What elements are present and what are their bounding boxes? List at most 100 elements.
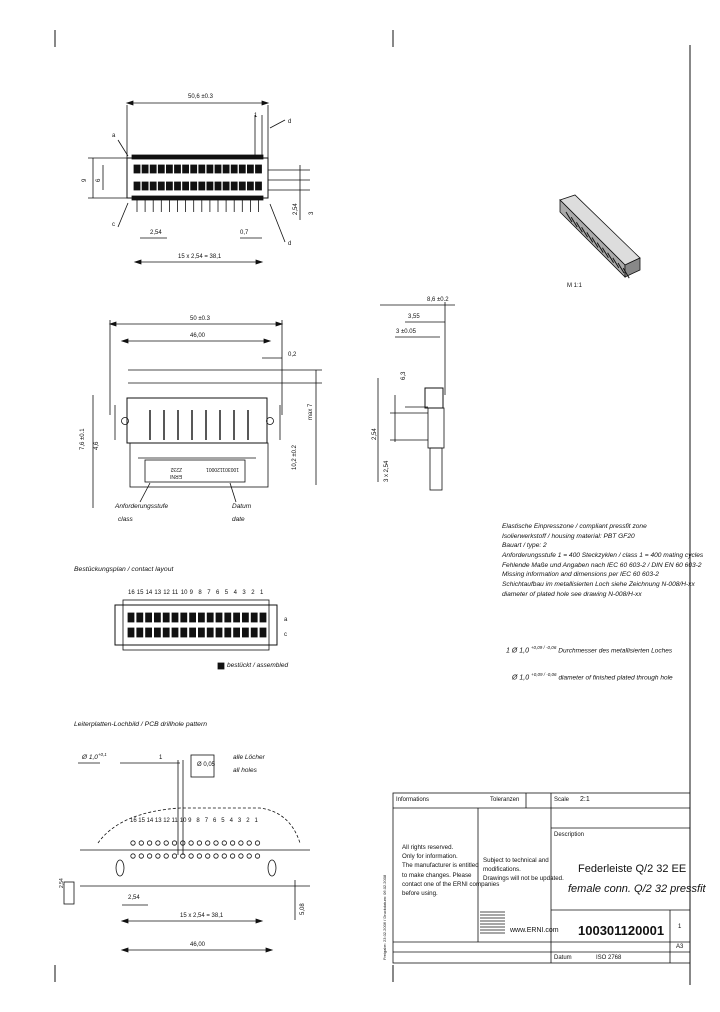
pcb-number: 3 [237, 818, 242, 824]
tb-info-label: Informations [396, 797, 430, 803]
pinout-contact-a [162, 612, 170, 623]
pinout-number: 11 [172, 590, 179, 596]
pcb-hole-c [180, 853, 186, 859]
tb-subject-1: Subject to technical and [483, 857, 549, 864]
dim-4-6: 4,6 [94, 441, 100, 450]
top-contact-a [206, 164, 214, 174]
note-1: Elastische Einpresszone / compliant pres… [502, 523, 647, 530]
title-block-lines [392, 792, 691, 964]
top-contact-a [255, 164, 262, 174]
callout-class-en: class [118, 516, 133, 523]
label-c: c [112, 222, 115, 228]
top-contact-a [149, 164, 157, 174]
top-pin-grid [133, 164, 262, 212]
pcb-hole-a [221, 840, 227, 846]
side-dim-8-6: 8,6 ±0.2 [427, 297, 449, 303]
top-contact-c [230, 181, 238, 191]
pinout-contact-c [215, 627, 223, 638]
hole-note-2-text: diameter of finished plated through hole [558, 674, 673, 682]
pinout-contact-a [171, 612, 179, 623]
pcb-hole-c [171, 853, 178, 859]
pcb-hole-c [230, 853, 236, 859]
pinout-number: 7 [207, 590, 211, 596]
top-contact-c [157, 181, 165, 191]
side-dim-3-55: 3,55 [408, 314, 420, 320]
pcb-hole-a [171, 840, 178, 846]
stamp-partno: 100301120001 [206, 466, 239, 472]
pcb-hole-a [238, 840, 244, 846]
tb-rights-1: All rights reserved. [402, 844, 454, 851]
pinout-contact-a [259, 612, 267, 623]
pinout-contact-c [250, 627, 258, 638]
tb-part-number: 100301120001 [578, 923, 665, 938]
top-contact-c [246, 181, 254, 191]
top-span: 15 x 2,54 = 38,1 [178, 254, 222, 260]
callout-class-de: Anforderungsstufe [115, 503, 169, 510]
tb-description-label: Description [554, 832, 585, 838]
spec-notes: Elastische Einpresszone / compliant pres… [502, 523, 703, 602]
pcb-hole-a [205, 840, 211, 846]
top-view: 50,6 ±0.3 a d d c 9 6 2,54 3 2,54 0,7 [82, 94, 315, 265]
top-mark-1: 1 [254, 113, 258, 119]
pcb-number: 2 [246, 818, 250, 824]
pinout-contact-c [162, 627, 170, 638]
pcb-side-box: 2,54 [59, 878, 65, 888]
pcb-all-holes-de: alle Löcher [233, 754, 265, 761]
tb-subject-3: Drawings will not be updated. [483, 875, 564, 883]
note-5: Fehlende Maße und Angaben nach IEC 60 60… [502, 561, 702, 569]
pinout-contact-a [136, 612, 144, 623]
front-view: 50 ±0.3 46,00 0,2 Z232 ERNI 100301120001… [80, 316, 322, 508]
top-contact-a [165, 164, 173, 174]
dim-9: 9 [82, 178, 88, 182]
top-contact-c [141, 181, 149, 191]
top-contact-a [190, 164, 198, 174]
pinout-contact-c [224, 627, 232, 638]
pcb-hole-c [155, 853, 161, 859]
pcb-number: 6 [213, 818, 217, 824]
pcb-hole-c [221, 853, 227, 859]
pinout-number: 6 [216, 590, 220, 596]
top-contact-c [149, 181, 157, 191]
pinout-contact-c [241, 627, 249, 638]
pinout-contact-a [241, 612, 249, 623]
pinout-number: 16 [128, 590, 135, 596]
pcb-right-dim: 5,08 [300, 903, 306, 915]
pinout-contact-c [233, 627, 241, 638]
tb-date-label: Datum [554, 955, 572, 961]
top-contact-a [198, 164, 206, 174]
pinout-contact-c [189, 627, 197, 638]
side-dim-2-54: 2,54 [372, 428, 378, 440]
iso-pin [591, 237, 599, 248]
tb-rights-3: The manufacturer is entitled [402, 862, 479, 870]
note-8: diameter of plated hole see drawing N-00… [502, 590, 642, 598]
pcb-hole-a [147, 840, 153, 846]
front-overall: 50 ±0.3 [190, 316, 211, 322]
tb-standard: ISO 2768 [596, 955, 622, 961]
side-dim-3x254: 3 x 2,54 [384, 460, 390, 482]
pinout-contact-c [153, 627, 161, 638]
pcb-hole-a [230, 840, 236, 846]
tb-website: www.ERNI.com [510, 927, 559, 934]
pinout-row-a: a [284, 617, 288, 623]
top-contact-c [238, 181, 246, 191]
pcb-number: 9 [188, 818, 192, 824]
pinout-contact-c [171, 627, 179, 638]
iso-pin [581, 227, 589, 238]
tb-rights-4: to make changes. Please [402, 871, 472, 879]
pinout-number: 2 [251, 590, 255, 596]
pcb-number: 4 [229, 818, 233, 824]
tb-rights-6: before using. [402, 890, 438, 898]
iso-pin [622, 267, 630, 279]
pinout-number: 14 [145, 590, 153, 596]
tb-scale-value: 2:1 [580, 796, 590, 803]
iso-pin [586, 232, 594, 243]
pcb-hole-a [188, 840, 194, 846]
top-contact-c [182, 181, 190, 191]
tb-side-vertical: Freigabe: 23.02.2006 / Druckdatum: 06.02… [382, 874, 387, 960]
dim-6: 6 [96, 178, 102, 182]
tb-subject: Subject to technical and modifications. … [483, 857, 564, 883]
pcb-hole-c [188, 853, 194, 859]
pinout-number: 10 [180, 590, 188, 596]
stamp-z232: Z232 [170, 466, 182, 472]
top-contact-a [214, 164, 222, 174]
